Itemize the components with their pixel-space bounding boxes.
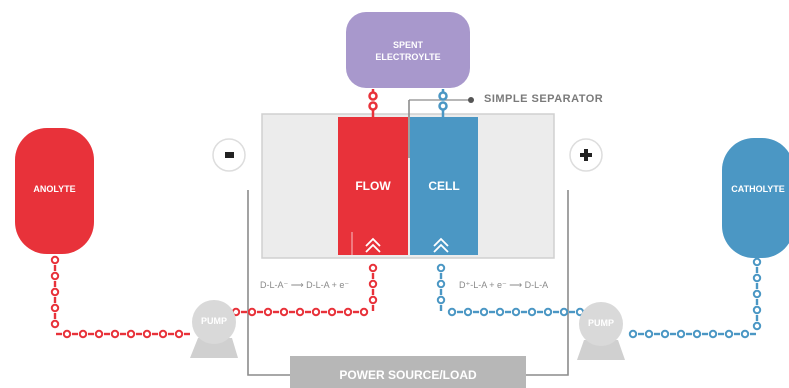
- pipe-ring: [50, 271, 60, 281]
- pipe-ring: [359, 307, 369, 317]
- pipe-ring: [559, 307, 569, 317]
- pipe-ring: [78, 329, 88, 339]
- catholyte-inlet-arrow: [433, 237, 449, 253]
- pipe-ring: [752, 321, 762, 331]
- spent-connector-right: [438, 89, 448, 117]
- flow-label: FLOW: [355, 179, 391, 193]
- pipe-ring: [752, 257, 762, 267]
- anode-half-cell: [338, 117, 408, 255]
- anolyte-label: ANOLYTE: [33, 184, 76, 194]
- separator-pointer-dot: [468, 97, 474, 103]
- pump-to-flow-cell-pipe: [231, 263, 378, 317]
- pipe-ring: [279, 307, 289, 317]
- pipe-ring: [50, 303, 60, 313]
- pipe-ring: [295, 307, 305, 317]
- pipe-ring: [692, 329, 702, 339]
- pipe-ring: [752, 273, 762, 283]
- pipe-ring: [463, 307, 473, 317]
- pipe-ring: [368, 295, 378, 305]
- left-pump: [190, 300, 238, 358]
- pipe-ring: [343, 307, 353, 317]
- pipe-ring: [752, 289, 762, 299]
- anolyte-to-pump-pipe: [50, 255, 190, 339]
- pump-to-cell-pipe: [436, 263, 585, 317]
- pipe-ring: [368, 263, 378, 273]
- pipe-ring: [158, 329, 168, 339]
- pipe-ring: [368, 279, 378, 289]
- pipe-ring: [676, 329, 686, 339]
- electrolyte-pipes: [50, 255, 762, 339]
- pipe-ring: [247, 307, 257, 317]
- pipe-ring: [142, 329, 152, 339]
- left-half-reaction: D-L-A⁻ ⟶ D-L-A + e⁻: [260, 280, 350, 290]
- pipe-ring: [644, 329, 654, 339]
- pipe-ring: [263, 307, 273, 317]
- anolyte-tank: [15, 128, 94, 254]
- pipe-ring: [479, 307, 489, 317]
- pipe-ring: [660, 329, 670, 339]
- pipe-ring: [327, 307, 337, 317]
- pipe-ring: [724, 329, 734, 339]
- pipe-ring: [126, 329, 136, 339]
- spent-electrolyte-label-line1: SPENT: [392, 40, 423, 50]
- power-source-label: POWER SOURCE/LOAD: [339, 368, 477, 382]
- pipe-ring: [50, 287, 60, 297]
- right-half-reaction: D⁺-L-A + e⁻ ⟶ D-L-A: [459, 280, 549, 290]
- pipe-ring: [50, 255, 60, 265]
- pipe-ring: [447, 307, 457, 317]
- catholyte-to-pump-pipe: [628, 257, 762, 339]
- pipe-ring: [495, 307, 505, 317]
- pipe-ring: [94, 329, 104, 339]
- spent-electrolyte-label-line2: ELECTROYLTE: [375, 52, 441, 62]
- spent-connector-left: [368, 89, 378, 117]
- positive-wire: [526, 190, 569, 376]
- right-pump: [577, 302, 625, 360]
- pipe-ring: [708, 329, 718, 339]
- right-pump-label: PUMP: [587, 318, 614, 328]
- electrical-wires: [247, 190, 569, 376]
- pipe-ring: [740, 329, 750, 339]
- pipe-ring: [436, 263, 446, 273]
- pipe-ring: [62, 329, 72, 339]
- cell-label: CELL: [428, 179, 460, 193]
- pipe-ring: [436, 279, 446, 289]
- pipe-ring: [311, 307, 321, 317]
- pipe-ring: [174, 329, 184, 339]
- pipe-ring: [527, 307, 537, 317]
- spent-electrolyte-tank: [346, 12, 470, 88]
- pipe-ring: [110, 329, 120, 339]
- pipe-ring: [436, 295, 446, 305]
- pipe-ring: [543, 307, 553, 317]
- cathode-half-cell: [410, 117, 478, 255]
- catholyte-label: CATHOLYTE: [731, 184, 785, 194]
- anolyte-inlet-arrow: [365, 237, 381, 253]
- pipe-ring: [511, 307, 521, 317]
- pipe-ring: [628, 329, 638, 339]
- catholyte-tank: [722, 138, 789, 258]
- pipe-ring: [752, 305, 762, 315]
- power-source-box: [290, 356, 526, 388]
- pipe-ring: [50, 319, 60, 329]
- left-pump-label: PUMP: [200, 316, 227, 326]
- negative-wire: [247, 190, 290, 376]
- simple-separator-label: SIMPLE SEPARATOR: [484, 93, 604, 105]
